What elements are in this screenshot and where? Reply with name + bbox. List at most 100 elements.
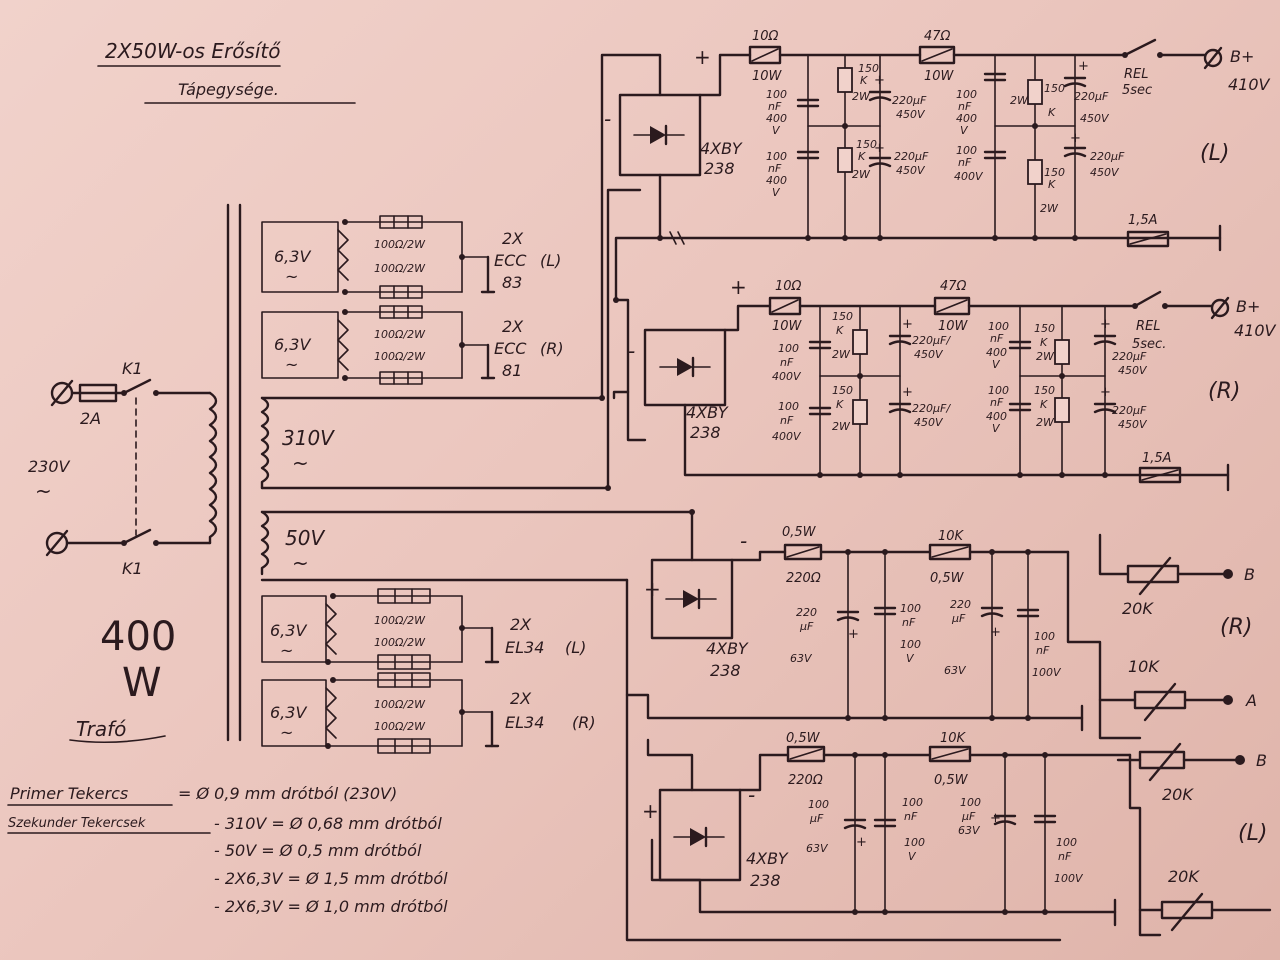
svg-text:100: 100 xyxy=(956,144,977,157)
svg-text:nF: nF xyxy=(990,332,1004,345)
svg-text:10Ω: 10Ω xyxy=(775,279,802,294)
bias-left-rectifier xyxy=(658,788,742,882)
svg-text:REL: REL xyxy=(1136,319,1161,334)
svg-text:+: + xyxy=(1078,59,1089,74)
svg-text:μF: μF xyxy=(951,612,966,625)
svg-text:4XBY: 4XBY xyxy=(700,139,743,158)
bias-winding: 50V ~ xyxy=(260,510,694,582)
hv-winding: 310V ~ xyxy=(260,396,610,490)
svg-text:-: - xyxy=(740,529,747,553)
svg-text:150: 150 xyxy=(856,138,877,151)
svg-text:+: + xyxy=(990,625,1001,640)
svg-text:220μF/: 220μF/ xyxy=(912,334,951,347)
svg-text:100: 100 xyxy=(904,836,925,849)
svg-text:450V: 450V xyxy=(1118,364,1148,377)
svg-text:100: 100 xyxy=(988,384,1009,397)
title: 2X50W-os Erősítő Tápegysége. xyxy=(97,39,356,104)
svg-text:220μF: 220μF xyxy=(1074,90,1109,103)
svg-text:20K: 20K xyxy=(1122,599,1154,618)
filament-winding-el34-r: 6,3V ~ 100Ω/2W 100Ω/2W 2X EL34 (R) xyxy=(261,672,596,754)
hv-supply-right: + - 4XBY 238 10Ω 10W 47Ω 10W 100 nF 400V… xyxy=(599,275,1277,492)
svg-text:-: - xyxy=(604,107,611,131)
svg-text:400: 400 xyxy=(986,410,1007,423)
svg-text:2W: 2W xyxy=(1040,202,1059,215)
svg-text:63V: 63V xyxy=(944,664,967,677)
svg-text:220Ω: 220Ω xyxy=(786,571,821,586)
svg-text:~: ~ xyxy=(285,355,298,374)
svg-text:450V: 450V xyxy=(914,416,944,429)
svg-text:150: 150 xyxy=(1034,384,1055,397)
output-a xyxy=(1223,695,1233,705)
svg-text:+: + xyxy=(1100,317,1111,332)
winding1-voltage: 6,3V xyxy=(274,247,311,266)
svg-text:2W: 2W xyxy=(1036,350,1055,363)
svg-text:150: 150 xyxy=(832,384,853,397)
sekunder-label: Szekunder Tekercsek xyxy=(8,816,146,831)
svg-text:EL34: EL34 xyxy=(505,638,544,657)
bias-supply-right: + - 4XBY 238 0,5W 220Ω 10K 0,5W + 220 μF… xyxy=(625,509,1257,740)
svg-text:+: + xyxy=(848,627,859,642)
svg-text:400V: 400V xyxy=(772,370,802,383)
svg-text:100: 100 xyxy=(766,88,787,101)
svg-text:~: ~ xyxy=(280,641,293,660)
svg-text:150: 150 xyxy=(1044,82,1065,95)
svg-text:ECC: ECC xyxy=(494,251,527,270)
title-line2: Tápegysége. xyxy=(178,80,279,99)
svg-text:400V: 400V xyxy=(772,430,802,443)
svg-text:220μF: 220μF xyxy=(1090,150,1125,163)
sekunder-line2: - 50V = Ø 0,5 mm drótból xyxy=(214,841,422,860)
svg-text:47Ω: 47Ω xyxy=(940,279,967,294)
svg-text:100Ω/2W: 100Ω/2W xyxy=(374,698,426,711)
svg-text:K: K xyxy=(1048,178,1056,191)
svg-text:400: 400 xyxy=(986,346,1007,359)
svg-text:10K: 10K xyxy=(938,529,965,544)
svg-text:4XBY: 4XBY xyxy=(706,639,749,658)
svg-text:+: + xyxy=(642,799,659,823)
svg-text:-: - xyxy=(628,339,635,363)
transformer-power-number: 400 xyxy=(100,614,176,660)
svg-text:nF: nF xyxy=(1036,644,1050,657)
svg-text:400: 400 xyxy=(766,174,787,187)
svg-text:4XBY: 4XBY xyxy=(686,403,729,422)
svg-text:+: + xyxy=(694,45,711,69)
transformer-label: Trafó xyxy=(76,717,126,741)
svg-text:220: 220 xyxy=(950,598,971,611)
svg-text:K: K xyxy=(836,398,844,411)
svg-text:0,5W: 0,5W xyxy=(782,525,817,540)
svg-text:5sec.: 5sec. xyxy=(1132,337,1166,352)
svg-text:10K: 10K xyxy=(940,731,967,746)
svg-text:220Ω: 220Ω xyxy=(788,773,823,788)
svg-text:100: 100 xyxy=(900,602,921,615)
svg-text:2W: 2W xyxy=(1036,416,1055,429)
svg-text:K: K xyxy=(1048,106,1056,119)
svg-text:150: 150 xyxy=(1044,166,1065,179)
svg-text:2X: 2X xyxy=(502,229,524,248)
svg-text:100V: 100V xyxy=(1032,666,1062,679)
svg-text:B: B xyxy=(1256,751,1267,770)
svg-text:220μF: 220μF xyxy=(894,150,929,163)
switch-k1-top-label: K1 xyxy=(122,359,143,378)
svg-text:100V: 100V xyxy=(1054,872,1084,885)
svg-text:2W: 2W xyxy=(1010,94,1029,107)
svg-text:nF: nF xyxy=(768,100,782,113)
svg-text:47Ω: 47Ω xyxy=(924,29,951,44)
transformer-core xyxy=(226,203,242,742)
svg-text:nF: nF xyxy=(780,356,794,369)
svg-text:V: V xyxy=(906,652,915,665)
svg-text:+: + xyxy=(644,577,661,601)
svg-text:nF: nF xyxy=(768,162,782,175)
svg-text:K: K xyxy=(858,150,866,163)
svg-text:100Ω/2W: 100Ω/2W xyxy=(374,350,426,363)
svg-text:(R): (R) xyxy=(572,713,596,732)
svg-text:V: V xyxy=(772,124,781,137)
svg-text:220μF: 220μF xyxy=(1112,404,1147,417)
svg-text:K: K xyxy=(1040,398,1048,411)
mains-input: 2A K1 230V ~ K1 xyxy=(28,359,218,578)
bias-winding-voltage: 50V xyxy=(285,526,325,550)
svg-text:6,3V: 6,3V xyxy=(274,335,311,354)
svg-text:+: + xyxy=(902,317,913,332)
svg-text:2W: 2W xyxy=(852,90,871,103)
svg-text:63V: 63V xyxy=(958,824,981,837)
svg-text:410V: 410V xyxy=(1234,321,1277,340)
